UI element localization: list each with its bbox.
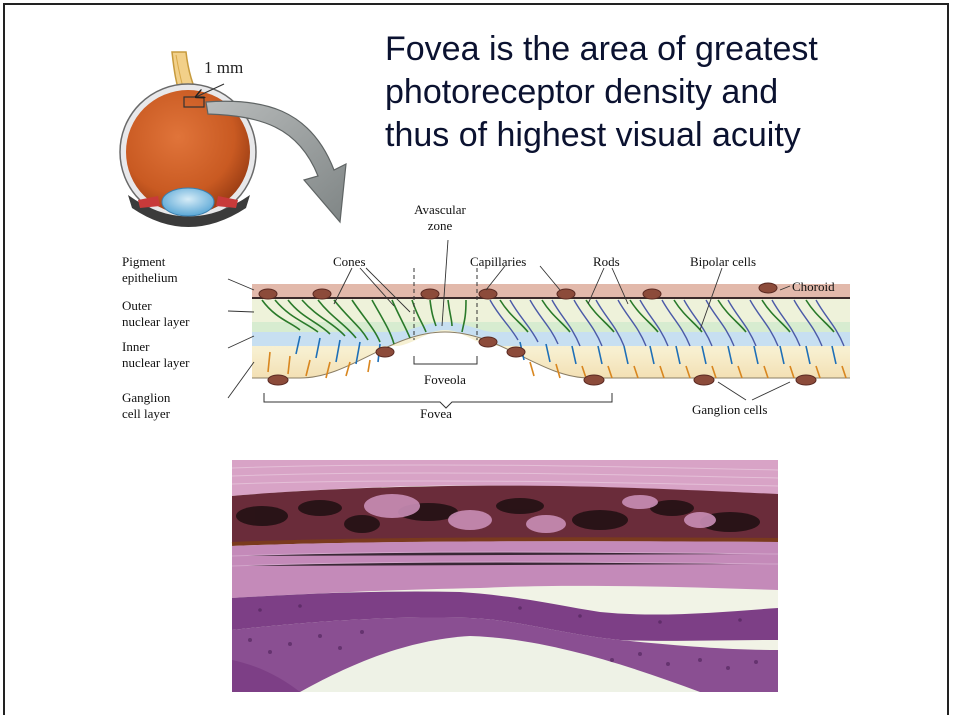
label-bipolar-cells: Bipolar cells (690, 254, 756, 269)
label-ganglion-cells: Ganglion cells (692, 402, 767, 417)
label-cones: Cones (333, 254, 366, 269)
eyeball-illustration: 1 mm (120, 52, 256, 227)
label-avascular-1: Avascular (414, 202, 466, 217)
label-fovea: Fovea (420, 406, 452, 421)
label-choroid: Choroid (792, 279, 835, 294)
label-outer-2: nuclear layer (122, 314, 190, 329)
label-pigment-2: epithelium (122, 270, 178, 285)
label-ganglion-1: Ganglion (122, 390, 171, 405)
label-inner-2: nuclear layer (122, 355, 190, 370)
label-capillaries: Capillaries (470, 254, 526, 269)
scale-label: 1 mm (204, 58, 243, 77)
label-inner-1: Inner (122, 339, 150, 354)
histology-micrograph (232, 460, 778, 692)
retina-cross-section (228, 240, 850, 408)
label-pigment-1: Pigment (122, 254, 166, 269)
label-rods: Rods (593, 254, 620, 269)
label-ganglion-2: cell layer (122, 406, 171, 421)
lens-icon (162, 188, 214, 216)
label-avascular-2: zone (428, 218, 453, 233)
label-outer-1: Outer (122, 298, 152, 313)
label-foveola: Foveola (424, 372, 466, 387)
